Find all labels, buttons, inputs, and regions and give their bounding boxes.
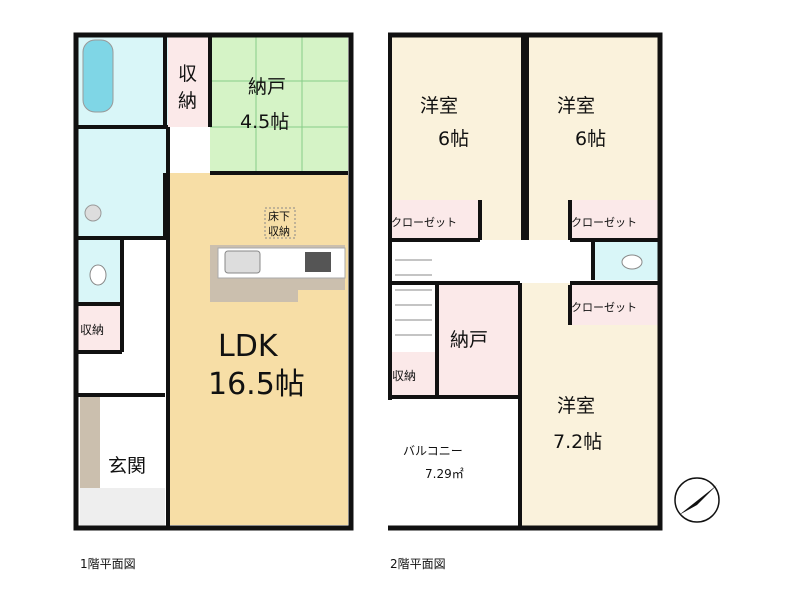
closet-b [570, 200, 658, 238]
sink-icon [224, 250, 261, 274]
storage-2f-label: 収納 [392, 369, 416, 383]
ldk-room [168, 173, 348, 525]
room-c-size: 7.2帖 [553, 431, 602, 453]
storage-left-label: 収納 [80, 323, 104, 337]
storage-top [168, 35, 210, 127]
nando-2f [437, 283, 520, 397]
storage-label: 収 [178, 63, 197, 85]
entrance-tiles [80, 488, 165, 528]
nando-room [210, 35, 348, 173]
toilet-icon [89, 264, 107, 286]
nando-2f-label: 納戸 [450, 329, 488, 351]
nando-label: 納戸 [248, 76, 286, 98]
washer-icon [84, 204, 102, 222]
balcony-size: 7.29㎡ [425, 467, 464, 481]
underfloor-label: 収納 [268, 225, 290, 238]
stove-icon [305, 252, 331, 272]
floor1-title: 1階平面図 [80, 556, 136, 571]
storage-label: 納 [178, 90, 197, 112]
closet-b-label: クローゼット [571, 216, 637, 229]
closet-a [390, 200, 480, 238]
underfloor-label: 床下 [268, 209, 290, 223]
floor2-title: 2階平面図 [390, 556, 446, 571]
room-c-label: 洋室 [557, 395, 595, 417]
bathtub-icon [82, 39, 114, 113]
compass-icon [674, 477, 720, 523]
storage-2f [390, 352, 437, 397]
washroom [76, 127, 168, 238]
nando-size: 4.5帖 [240, 111, 289, 133]
room-a-label: 洋室 [420, 95, 458, 117]
balcony-label: バルコニー [403, 444, 463, 458]
room-b-label: 洋室 [557, 95, 595, 117]
closet-c [570, 285, 658, 325]
floor-2: 洋室 6帖 洋室 6帖 クローゼット クローゼット クローゼット 納戸 収納 洋… [388, 32, 663, 571]
storage-left [76, 306, 122, 352]
closet-c-label: クローゼット [571, 301, 637, 314]
ldk-size: 16.5帖 [208, 367, 305, 402]
ldk-label: LDK [218, 329, 279, 364]
floor-1: 収 納 納戸 4.5帖 床下 収納 LDK 16.5帖 収納 玄関 1階平面図 [73, 32, 354, 571]
closet-a-label: クローゼット [391, 216, 457, 229]
entrance-label: 玄関 [108, 455, 146, 477]
room-b-size: 6帖 [575, 128, 606, 150]
room-a-size: 6帖 [438, 128, 469, 150]
